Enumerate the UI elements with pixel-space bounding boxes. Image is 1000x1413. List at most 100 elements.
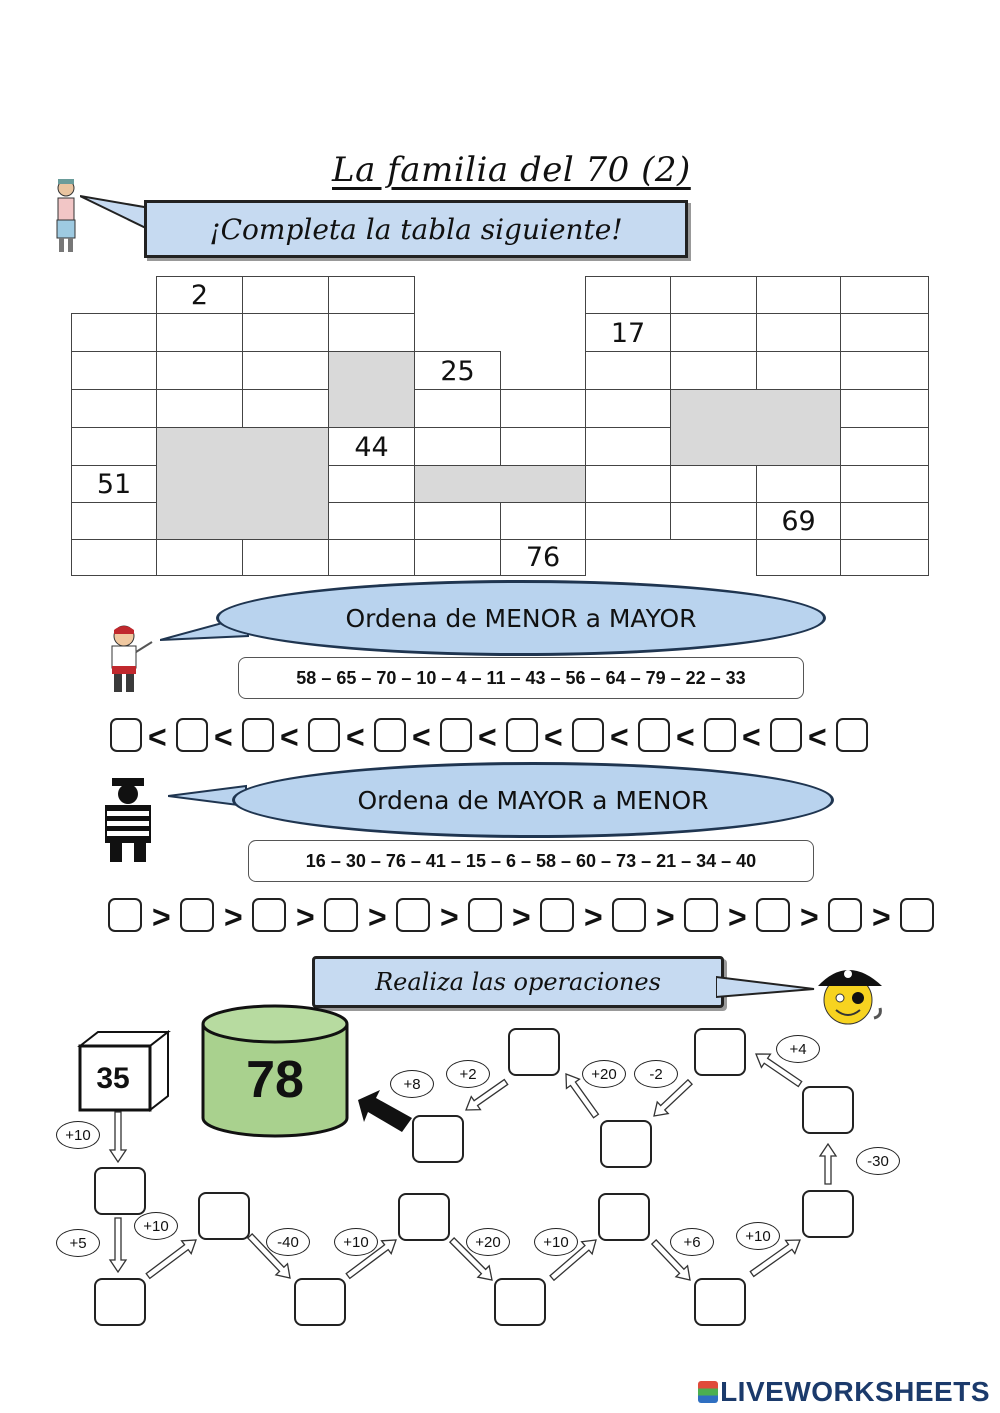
operation-answer-box[interactable] [802, 1190, 854, 1238]
operation-answer-box[interactable] [94, 1167, 146, 1215]
grid-cell[interactable] [840, 351, 929, 390]
grid-cell[interactable] [840, 313, 929, 352]
answer-box[interactable] [684, 898, 718, 932]
flow-arrow-icon [145, 1239, 197, 1280]
grid-cell[interactable] [156, 539, 243, 576]
grid-shaded-block [414, 465, 586, 503]
operation-answer-box[interactable] [494, 1278, 546, 1326]
operation-answer-box[interactable] [802, 1086, 854, 1134]
operation-answer-box[interactable] [600, 1120, 652, 1168]
operation-answer-box[interactable] [508, 1028, 560, 1076]
answer-box[interactable] [110, 718, 142, 752]
comparison-symbol: > [296, 899, 315, 935]
grid-cell[interactable] [71, 427, 157, 466]
answer-box[interactable] [180, 898, 214, 932]
grid-cell[interactable] [585, 427, 671, 466]
grid-cell[interactable] [585, 502, 671, 540]
answer-box[interactable] [108, 898, 142, 932]
answer-box[interactable] [540, 898, 574, 932]
grid-cell[interactable] [414, 539, 501, 576]
grid-cell[interactable] [414, 502, 501, 540]
answer-box[interactable] [506, 718, 538, 752]
answer-box[interactable] [440, 718, 472, 752]
answer-box[interactable] [468, 898, 502, 932]
operation-answer-box[interactable] [198, 1192, 250, 1240]
grid-cell[interactable] [328, 313, 415, 352]
grid-cell[interactable] [328, 502, 415, 540]
answer-box[interactable] [374, 718, 406, 752]
grid-cell[interactable] [328, 276, 415, 314]
grid-cell[interactable] [840, 276, 929, 314]
grid-cell[interactable] [840, 502, 929, 540]
answer-box[interactable] [756, 898, 790, 932]
grid-cell[interactable] [840, 427, 929, 466]
grid-cell[interactable] [414, 427, 501, 466]
grid-cell[interactable] [756, 539, 841, 576]
answer-box[interactable] [324, 898, 358, 932]
grid-cell[interactable] [242, 389, 329, 428]
grid-cell[interactable] [71, 389, 157, 428]
grid-cell[interactable] [756, 313, 841, 352]
grid-cell: 76 [500, 539, 586, 576]
operation-answer-box[interactable] [598, 1193, 650, 1241]
operation-label: +10 [534, 1228, 578, 1256]
grid-cell[interactable] [242, 539, 329, 576]
grid-cell[interactable] [242, 313, 329, 352]
answer-box[interactable] [396, 898, 430, 932]
grid-cell[interactable] [71, 502, 157, 540]
operation-answer-box[interactable] [398, 1193, 450, 1241]
grid-cell[interactable] [840, 389, 929, 428]
grid-cell[interactable] [585, 351, 671, 390]
grid-cell[interactable] [670, 502, 757, 540]
grid-cell[interactable] [71, 313, 157, 352]
grid-cell[interactable] [756, 465, 841, 503]
grid-cell[interactable] [71, 539, 157, 576]
operation-answer-box[interactable] [412, 1115, 464, 1163]
operation-answer-box[interactable] [694, 1028, 746, 1076]
grid-cell[interactable] [756, 351, 841, 390]
operation-answer-box[interactable] [694, 1278, 746, 1326]
grid-cell[interactable] [585, 389, 671, 428]
grid-cell[interactable] [756, 276, 841, 314]
result-cylinder [201, 1004, 349, 1138]
answer-box[interactable] [176, 718, 208, 752]
answer-box[interactable] [252, 898, 286, 932]
grid-cell[interactable] [500, 502, 586, 540]
grid-cell[interactable] [242, 276, 329, 314]
grid-cell[interactable] [242, 351, 329, 390]
grid-cell[interactable] [840, 539, 929, 576]
grid-cell[interactable] [670, 276, 757, 314]
answer-box[interactable] [308, 718, 340, 752]
answer-box[interactable] [828, 898, 862, 932]
answer-box[interactable] [572, 718, 604, 752]
grid-cell[interactable] [670, 313, 757, 352]
grid-cell[interactable] [328, 465, 415, 503]
grid-cell[interactable] [414, 389, 501, 428]
grid-cell[interactable] [670, 351, 757, 390]
logo-mark-icon [698, 1381, 719, 1403]
operation-answer-box[interactable] [94, 1278, 146, 1326]
answer-box[interactable] [638, 718, 670, 752]
comparison-symbol: > [656, 899, 675, 935]
operation-label: +5 [56, 1229, 100, 1257]
answer-box[interactable] [612, 898, 646, 932]
grid-cell[interactable] [156, 351, 243, 390]
answer-box[interactable] [242, 718, 274, 752]
grid-cell[interactable] [585, 276, 671, 314]
grid-cell[interactable] [328, 539, 415, 576]
grid-cell[interactable] [156, 389, 243, 428]
grid-cell[interactable] [156, 313, 243, 352]
answer-box[interactable] [900, 898, 934, 932]
operation-label: +2 [446, 1060, 490, 1088]
grid-cell[interactable] [500, 427, 586, 466]
grid-cell[interactable] [71, 351, 157, 390]
grid-cell[interactable] [840, 465, 929, 503]
operation-answer-box[interactable] [294, 1278, 346, 1326]
comparison-symbol: > [152, 899, 171, 935]
answer-box[interactable] [770, 718, 802, 752]
answer-box[interactable] [836, 718, 868, 752]
grid-cell[interactable] [670, 465, 757, 503]
grid-cell[interactable] [500, 389, 586, 428]
answer-box[interactable] [704, 718, 736, 752]
grid-cell[interactable] [585, 465, 671, 503]
